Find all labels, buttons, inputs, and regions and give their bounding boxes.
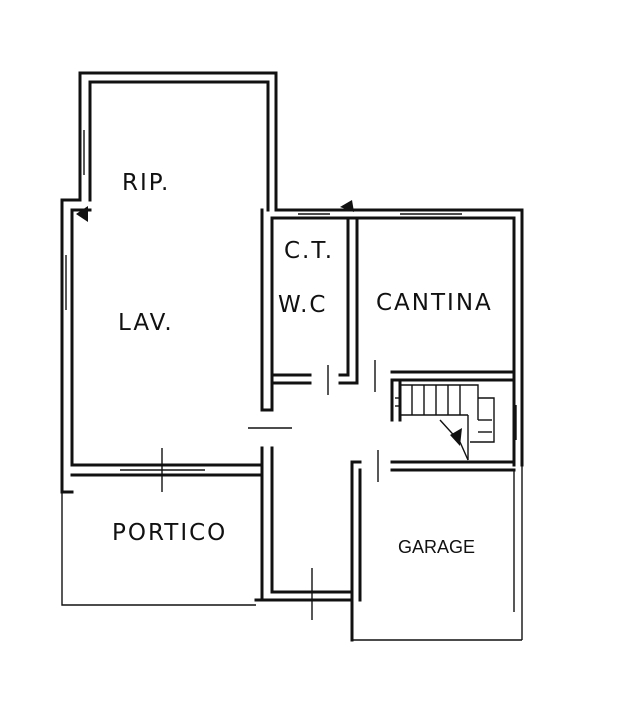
lower-walls (61, 446, 523, 642)
room-label-ct: C.T. (284, 238, 334, 264)
left-block-walls (60, 71, 278, 494)
room-label-lav: LAV. (118, 310, 174, 336)
corner-marker-icon (76, 206, 88, 222)
staircase (395, 384, 517, 461)
central-walls (248, 208, 524, 467)
room-label-garage: GARAGE (398, 537, 475, 557)
room-label-portico: PORTICO (112, 520, 227, 546)
room-label-rip: RIP. (122, 170, 170, 196)
room-label-wc: W.C (278, 292, 327, 318)
stair-arrow-icon (450, 428, 462, 446)
room-label-cantina: CANTINA (376, 290, 493, 316)
door-swing-icon (340, 200, 354, 212)
